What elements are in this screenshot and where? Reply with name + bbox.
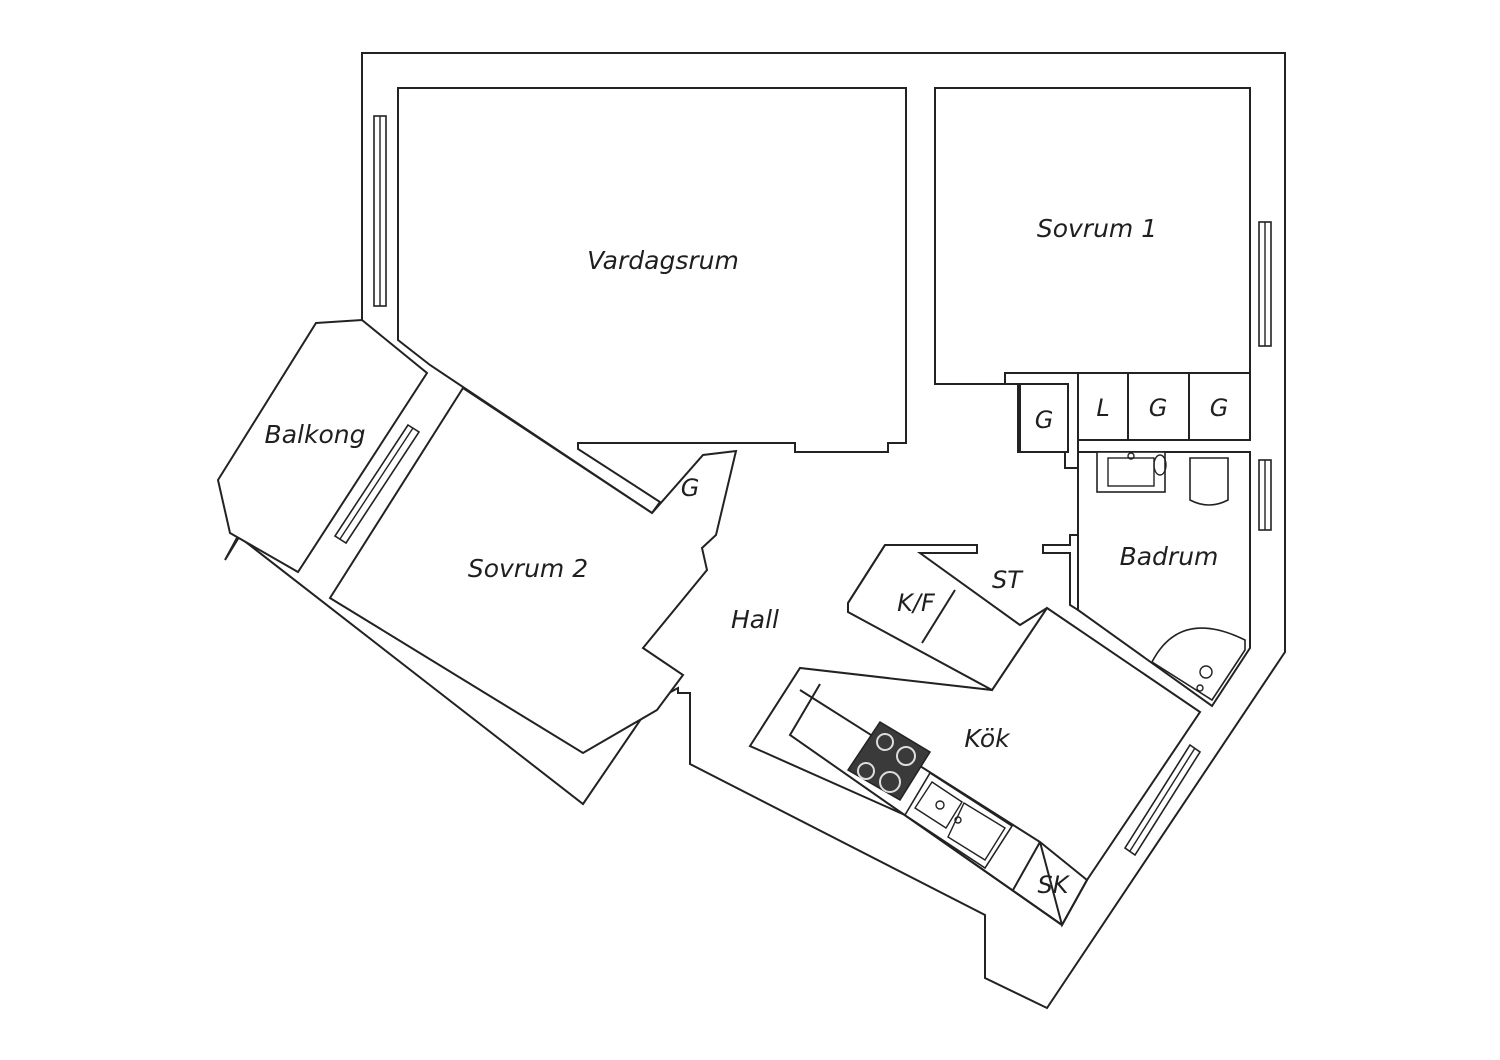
label-vardagsrum: Vardagsrum [587, 246, 739, 275]
window-bathroom [1258, 459, 1272, 531]
label-closet-a: G [1035, 406, 1054, 434]
label-cabinet: SK [1038, 871, 1071, 899]
shower-icon [1150, 627, 1246, 702]
window-bedroom-2 [333, 423, 421, 545]
label-sovrum-1: Sovrum 1 [1037, 214, 1157, 243]
label-closet-c: G [1210, 394, 1229, 422]
label-sovrum-2: Sovrum 2 [468, 554, 588, 583]
bedroom-2-outline [328, 386, 738, 755]
label-linen: L [1096, 394, 1109, 422]
kitchen-sink-icon [903, 771, 1014, 870]
label-kok: Kök [964, 724, 1011, 753]
window-kitchen [1123, 743, 1202, 857]
window-bedroom-1 [1258, 221, 1272, 347]
label-hall: Hall [731, 605, 779, 634]
label-fridge-freezer: K/F [897, 589, 936, 617]
kitchen-counter [788, 683, 1089, 928]
bathroom-sink-icon [1096, 451, 1166, 493]
label-balkong: Balkong [265, 420, 366, 449]
label-closet-b: G [1149, 394, 1168, 422]
storage-door-jamb [1042, 534, 1079, 612]
label-badrum: Badrum [1120, 542, 1219, 571]
label-storage: ST [992, 566, 1024, 594]
balcony-outline [216, 318, 429, 574]
stove-icon [846, 720, 932, 802]
storage-wall [847, 544, 1048, 692]
window-living-room [373, 115, 387, 307]
toilet-icon [1153, 454, 1229, 506]
label-hall-closet: G [681, 474, 700, 502]
